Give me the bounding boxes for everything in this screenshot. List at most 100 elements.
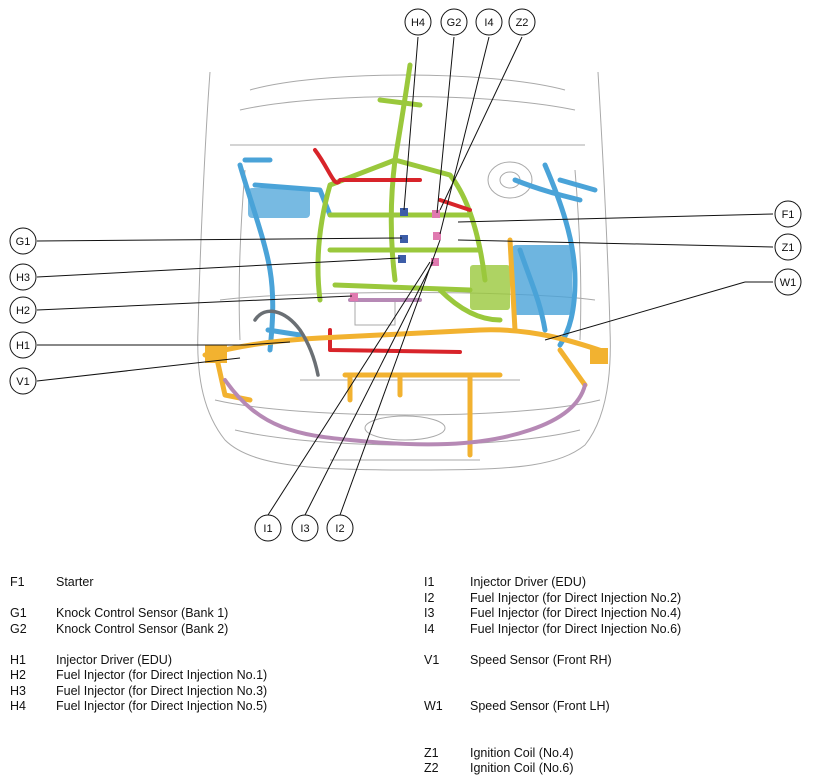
connector-g2 (432, 210, 440, 218)
callout-h1: H1 (9, 331, 37, 359)
legend-spacer (424, 684, 681, 700)
legend-label: Ignition Coil (No.4) (470, 745, 574, 760)
harness-gray (253, 309, 320, 377)
legend-item: H4 Fuel Injector (for Direct Injection No… (10, 699, 267, 715)
highlight-connectors (350, 208, 441, 301)
legend-code: I2 (424, 590, 435, 605)
legend-code: H4 (10, 699, 26, 713)
legend-code: G2 (10, 621, 27, 636)
callout-label: H1 (16, 340, 30, 352)
legend-label: Fuel Injector (for Direct Injection No.1… (56, 668, 268, 682)
callout-i3: I3 (291, 514, 319, 542)
connector-i3 (431, 258, 439, 266)
legend-item: H1 Injector Driver (EDU) (10, 653, 267, 669)
connector-h3 (398, 255, 406, 263)
legend-label: Injector Driver (EDU) (56, 652, 172, 667)
legend-item: H2 Fuel Injector (for Direct Injection No… (10, 668, 267, 684)
harness-green (315, 62, 503, 323)
legend-label: Fuel Injector (for Direct Injection No.5… (56, 699, 268, 713)
legend-item: G2 Knock Control Sensor (Bank 2) (10, 622, 267, 638)
legend-label: Injector Driver (EDU) (470, 575, 586, 589)
legend-item: W1 Speed Sensor (Front LH) (424, 699, 681, 715)
legend-label: Speed Sensor (Front RH) (470, 652, 612, 667)
legend-spacer (424, 730, 681, 746)
green-module (470, 265, 510, 310)
legend-item: G1 Knock Control Sensor (Bank 1) (10, 606, 267, 622)
callout-label: G2 (447, 17, 462, 29)
legend-label: Fuel Injector (for Direct Injection No.3… (56, 683, 268, 698)
legend-code: H3 (10, 683, 26, 698)
legend-item: I4 Fuel Injector (for Direct Injection No… (424, 622, 681, 638)
callout-h2: H2 (9, 296, 37, 324)
callout-i4: I4 (475, 8, 503, 36)
legend-spacer (424, 668, 681, 684)
legend-item: Z2 Ignition Coil (No.6) (424, 761, 681, 777)
legend-label: Starter (56, 575, 94, 589)
callout-i2: I2 (326, 514, 354, 542)
callout-h4: H4 (404, 8, 432, 36)
orange-connector-left (205, 345, 227, 363)
engine-wiring-diagram: H4 G2 I4 Z2 F1 G1 Z1 H3 W1 H2 H1 V1 (9, 8, 802, 542)
legend-item: F1 Starter (10, 575, 267, 591)
callout-label: V1 (16, 376, 29, 388)
callout-w1: W1 (774, 268, 802, 296)
callout-label: I4 (484, 17, 493, 29)
callout-label: Z2 (516, 17, 529, 29)
callout-label: H3 (16, 272, 30, 284)
legend-code: H2 (10, 668, 26, 682)
connector-h2 (350, 293, 358, 301)
legend-code: F1 (10, 575, 25, 589)
callout-label: H4 (411, 17, 425, 29)
callout-label: W1 (780, 277, 797, 289)
legend-label: Fuel Injector (for Direct Injection No.2… (470, 590, 682, 605)
callout-g1: G1 (9, 227, 37, 255)
legend-code: W1 (424, 699, 443, 713)
callout-f1: F1 (774, 200, 802, 228)
legend-code: Z2 (424, 761, 439, 775)
callout-z2: Z2 (508, 8, 536, 36)
legend-label: Ignition Coil (No.6) (470, 761, 574, 775)
callout-label: Z1 (782, 242, 795, 254)
legend-label: Knock Control Sensor (Bank 1) (56, 606, 229, 620)
legend-spacer (10, 591, 267, 607)
harness-purple (223, 298, 587, 447)
legend-spacer (424, 637, 681, 653)
legend-item: Z1 Ignition Coil (No.4) (424, 746, 681, 762)
legend-code: I3 (424, 606, 435, 620)
ecu-box-right (512, 245, 572, 315)
callout-label: I2 (335, 523, 344, 535)
legend-code: I4 (424, 621, 435, 636)
callout-label: I3 (300, 523, 309, 535)
callout-g2: G2 (440, 8, 468, 36)
callout-v1: V1 (9, 367, 37, 395)
callout-h3: H3 (9, 263, 37, 291)
connector-i4 (433, 232, 441, 240)
callout-z1: Z1 (774, 233, 802, 261)
callout-label: I1 (263, 523, 272, 535)
legend-code: H1 (10, 652, 26, 667)
callout-label: F1 (782, 209, 795, 221)
legend-label: Fuel Injector (for Direct Injection No.4… (470, 606, 682, 620)
leader-lines (36, 36, 774, 516)
legend-spacer (10, 637, 267, 653)
connector-h4 (400, 208, 408, 216)
air-box-left (248, 188, 310, 218)
legend-label: Fuel Injector (for Direct Injection No.6… (470, 621, 682, 636)
legend-item: I2 Fuel Injector (for Direct Injection No… (424, 591, 681, 607)
orange-connector-right (590, 348, 608, 364)
legend-code: G1 (10, 606, 27, 620)
callout-label: H2 (16, 305, 30, 317)
legend-spacer (424, 715, 681, 731)
legend-label: Speed Sensor (Front LH) (470, 699, 610, 713)
legend-item: I1 Injector Driver (EDU) (424, 575, 681, 591)
legend-code: Z1 (424, 745, 439, 760)
callout-i1: I1 (254, 514, 282, 542)
legend-item: I3 Fuel Injector (for Direct Injection No… (424, 606, 681, 622)
connector-g1 (400, 235, 408, 243)
legend-label: Knock Control Sensor (Bank 2) (56, 621, 229, 636)
legend-code: I1 (424, 575, 435, 589)
callout-label: G1 (16, 236, 31, 248)
